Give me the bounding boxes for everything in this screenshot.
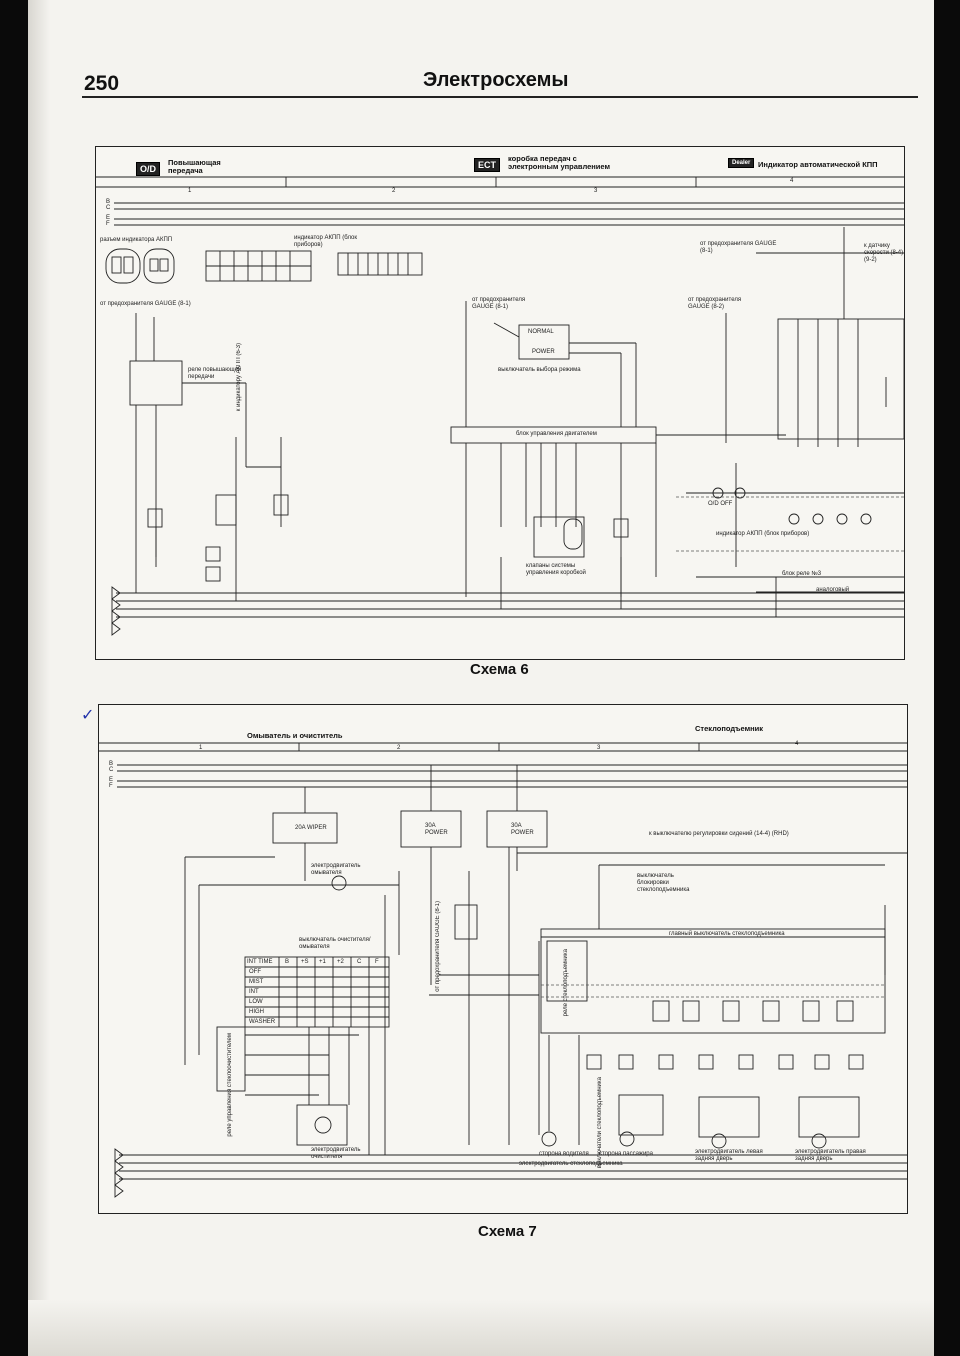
- mode-switch-label: выключатель выбора режима: [498, 367, 581, 373]
- table-row-off: OFF: [249, 969, 261, 975]
- od-badge: O/D: [136, 162, 161, 176]
- rear-left-label: электродвигатель левая задняя дверь: [695, 1149, 763, 1162]
- table-header-b: B: [285, 959, 290, 965]
- column-number-3: 3: [594, 188, 598, 194]
- od-header-text: Повышающая передача: [168, 158, 221, 175]
- valves-label: клапаны системы управления коробкой: [526, 563, 586, 576]
- indicator-badge-block: Dealer: [728, 151, 755, 169]
- from-gauge-label: от предохранителя GAUGE (8-1): [435, 901, 441, 992]
- table-row-int: INT: [249, 989, 259, 995]
- bus-label-e: E: [109, 777, 114, 783]
- bus-label-e: E: [106, 215, 111, 221]
- analog-label: аналоговый: [816, 587, 850, 593]
- lock-switch-label: выключатель блокировки стеклоподъемника: [637, 873, 690, 893]
- handwritten-check-mark: ✓: [81, 705, 95, 724]
- wiper-motor-label: электродвигатель очистителя: [311, 1147, 361, 1160]
- fuse-power-label-1: 30A POWER: [425, 823, 448, 836]
- table-header-s: +S: [301, 959, 309, 965]
- seat-adjust-label: к выключателю регулировки сидений (14-4)…: [649, 831, 789, 837]
- indicator-block-label: индикатор АКПП (блок приборов): [294, 235, 357, 248]
- table-row-low: LOW: [249, 999, 263, 1005]
- page-bottom-shadow: [28, 1300, 934, 1356]
- engine-ecu-label: блок управления двигателем: [516, 431, 597, 437]
- wiper-relay-label: реле управления стеклоочистителем: [227, 1033, 233, 1137]
- column-number-3: 3: [597, 745, 601, 751]
- ect-badge-block: ECT: [474, 155, 500, 173]
- table-header-c: C: [357, 959, 362, 965]
- page-curl-shadow: [28, 0, 50, 1356]
- table-header-2: +2: [337, 959, 344, 965]
- rear-right-label: электродвигатель правая задняя дверь: [795, 1149, 866, 1162]
- scheme6-wiring: [96, 176, 904, 636]
- power-label: POWER: [532, 349, 555, 355]
- scheme7-wiring: [99, 742, 907, 1198]
- from-gauge-label-3: от предохранителя GAUGE (8-2): [688, 297, 742, 310]
- page-title: Электросхемы: [423, 69, 569, 91]
- table-row-mist: MIST: [249, 979, 264, 985]
- window-header-text: Стеклоподъемник: [695, 724, 764, 733]
- column-number-2: 2: [397, 745, 401, 751]
- to-indicator-label: к индикатору АКПП (6-3): [236, 343, 242, 412]
- from-gauge-label-4: от предохранителя GAUGE (8-1): [700, 241, 777, 254]
- washer-header-text: Омыватель и очиститель: [247, 731, 343, 740]
- scheme7-diagram: Омыватель и очиститель Стеклоподъемник 1…: [98, 704, 908, 1214]
- table-header-f: F: [375, 959, 379, 965]
- main-switch-label: главный выключатель стеклоподъемника: [669, 931, 785, 937]
- page-number: 250: [84, 72, 120, 95]
- washer-motor-label: электродвигатель омывателя: [311, 863, 361, 876]
- ect-badge: ECT: [474, 158, 500, 172]
- indicator-at-label: индикатор АКПП (блок приборов): [716, 531, 810, 537]
- indicator-header-text: Индикатор автоматической КПП: [758, 160, 878, 169]
- od-badge-block: O/D: [136, 159, 161, 177]
- column-number-4: 4: [795, 741, 799, 747]
- scheme6-caption: Схема 6: [470, 661, 529, 678]
- from-gauge-label-2: от предохранителя GAUGE (8-1): [472, 297, 526, 310]
- speed-sensor-label: к датчику скорости (8-4) (9-2): [864, 243, 904, 263]
- window-motor-label: электродвигатель стеклоподъемника: [519, 1161, 623, 1167]
- header-rule: [82, 96, 918, 98]
- column-number-1: 1: [188, 188, 192, 194]
- wiper-switch-label: выключатель очистителя/омывателя: [299, 937, 371, 950]
- od-relay-label: реле повышающей передачи: [188, 367, 242, 380]
- table-row-high: HIGH: [249, 1009, 264, 1015]
- od-off-label: O/D OFF: [708, 501, 733, 507]
- ect-header-text: коробка передач с электронным управление…: [508, 154, 611, 171]
- table-row-washer: WASHER: [249, 1019, 276, 1025]
- scheme6-diagram: O/D Повышающая передача ECT коробка пере…: [95, 146, 905, 660]
- relay-block-label: блок реле №3: [782, 571, 822, 577]
- connector-at-label: разъем индикатора АКПП: [100, 237, 173, 243]
- driver-side-label: сторона водителя: [539, 1151, 589, 1157]
- bus-label-b: B: [109, 761, 114, 767]
- bus-label-c: C: [109, 767, 114, 773]
- bus-label-f: F: [106, 221, 110, 227]
- indicator-badge: Dealer: [728, 158, 755, 168]
- column-number-1: 1: [199, 745, 203, 751]
- bus-label-b: B: [106, 199, 111, 205]
- table-header-1: +1: [319, 959, 326, 965]
- passenger-side-label: сторона пассажира: [599, 1151, 653, 1157]
- bus-label-f: F: [109, 783, 113, 789]
- table-header-int-time: INT TIME: [247, 959, 273, 965]
- window-relay-label: реле стеклоподъемника: [563, 949, 569, 1017]
- fuse-power-label-2: 30A POWER: [511, 823, 534, 836]
- scheme7-caption: Схема 7: [478, 1223, 537, 1240]
- fuse-wiper-label: 20A WIPER: [295, 825, 327, 831]
- book-page: 250 Электросхемы: [28, 0, 934, 1356]
- column-number-4: 4: [790, 178, 794, 184]
- bus-label-c: C: [106, 205, 111, 211]
- from-gauge-label-1: от предохранителя GAUGE (8-1): [100, 301, 191, 307]
- normal-label: NORMAL: [528, 329, 554, 335]
- column-number-2: 2: [392, 188, 396, 194]
